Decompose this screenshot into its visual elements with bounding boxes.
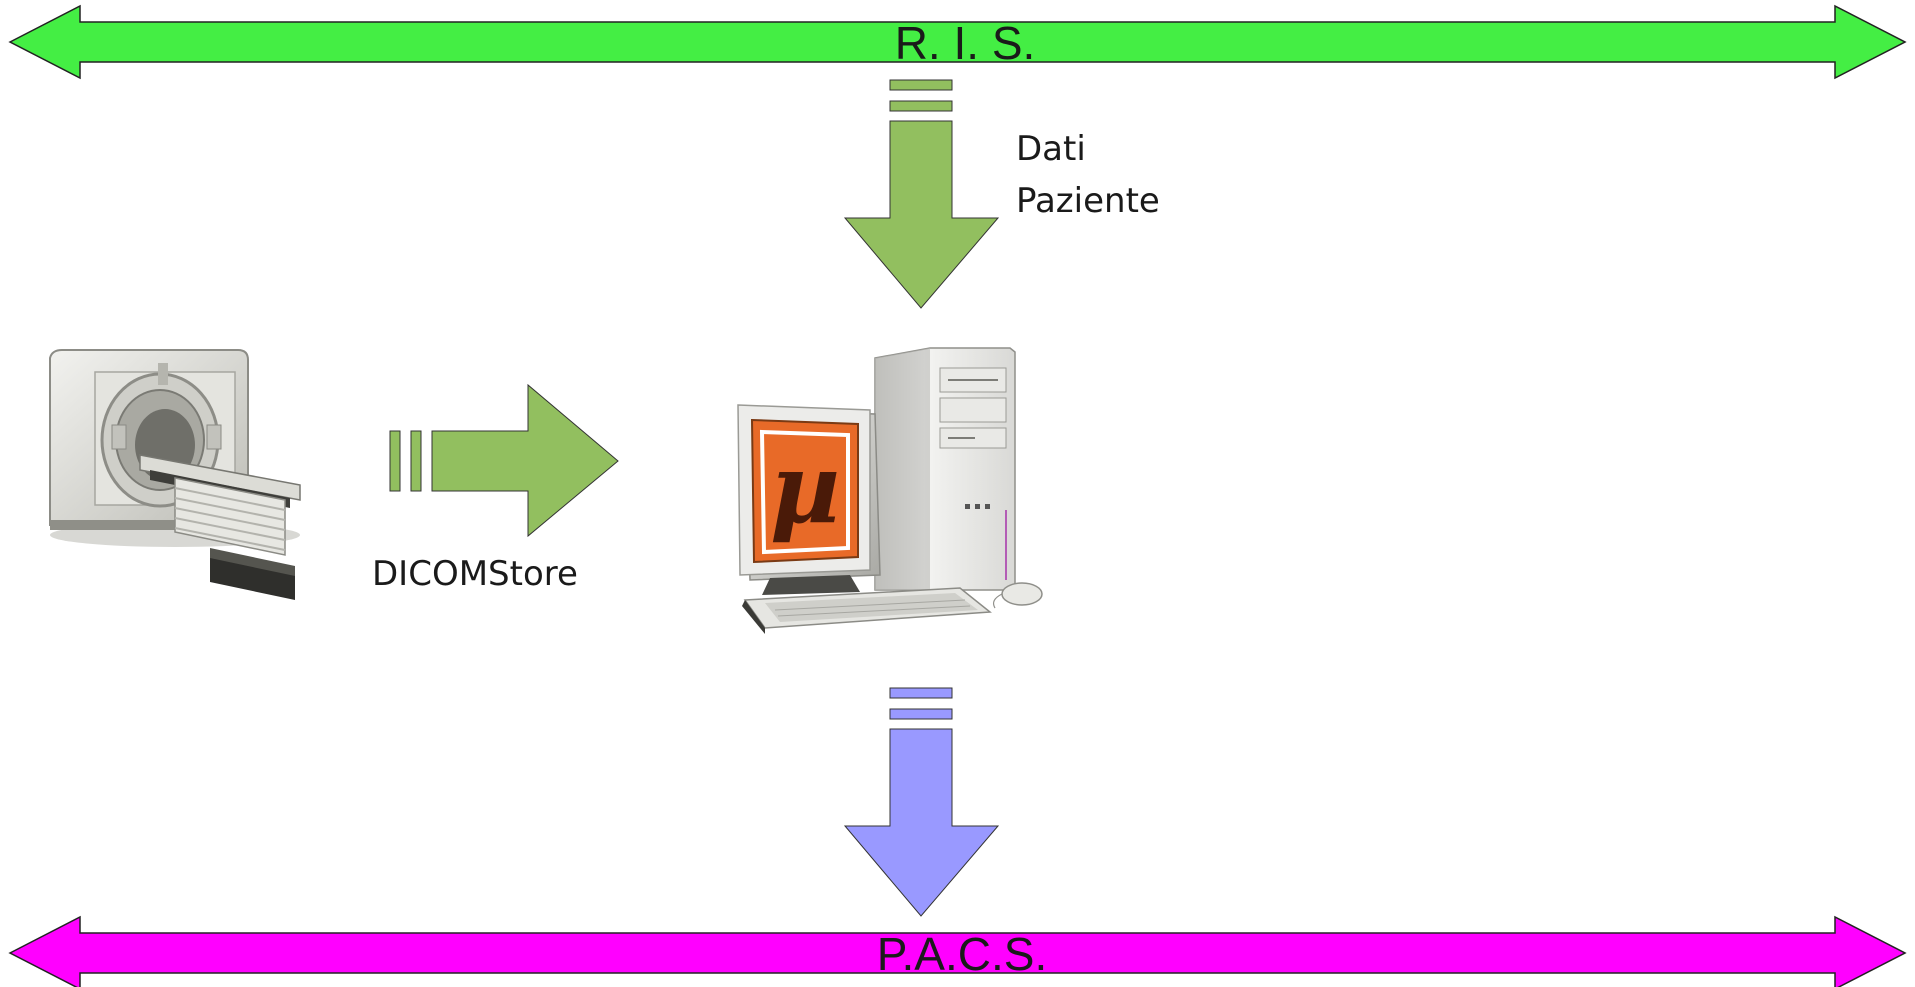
dicom-store-arrow-shape bbox=[431, 383, 619, 538]
patient-data-arrow-stripe bbox=[889, 100, 953, 112]
dicom-store-arrow bbox=[389, 383, 619, 538]
pacs-bus: P.A.C.S. bbox=[8, 915, 1907, 987]
workstation-screen bbox=[750, 418, 859, 564]
ris-bus: R. I. S. bbox=[8, 4, 1907, 80]
patient-data-label-line1: Dati bbox=[1016, 129, 1086, 169]
ct-scanner-icon bbox=[49, 349, 301, 600]
pacs-arrow bbox=[843, 687, 1000, 917]
mu-logo: µ bbox=[770, 432, 840, 545]
pacs-arrow-shape bbox=[843, 728, 1000, 917]
pacs-arrow-stripe bbox=[889, 708, 953, 720]
dicom-store-label: DICOMStore bbox=[372, 554, 578, 594]
pacs-bus-arrow bbox=[8, 915, 1907, 987]
pacs-bus-label: P.A.C.S. bbox=[877, 928, 1047, 980]
patient-data-arrow-shape bbox=[843, 120, 1000, 309]
patient-data-arrow-stripe bbox=[889, 79, 953, 91]
workstation-icon: µ bbox=[737, 347, 1043, 634]
patient-data-arrow bbox=[843, 79, 1000, 309]
patient-data-label-line2: Paziente bbox=[1016, 181, 1160, 221]
ris-bus-arrow bbox=[8, 4, 1907, 80]
ris-bus-label: R. I. S. bbox=[895, 17, 1036, 69]
dicom-store-arrow-stripe bbox=[389, 430, 401, 492]
dicom-store-arrow-stripe bbox=[410, 430, 422, 492]
pacs-arrow-stripe bbox=[889, 687, 953, 699]
